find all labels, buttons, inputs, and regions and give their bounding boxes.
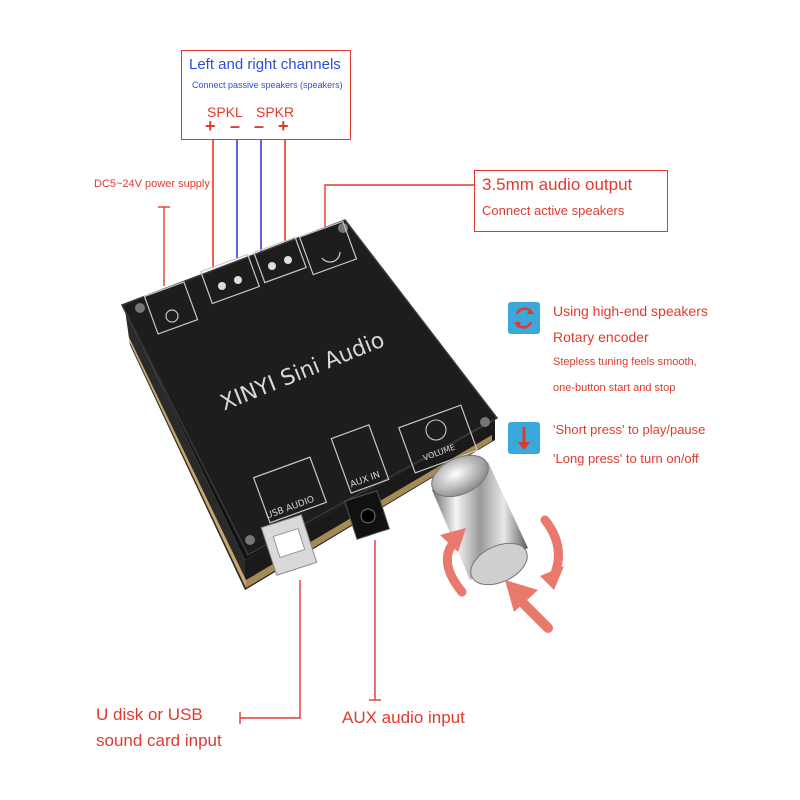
usb-line2: sound card input	[96, 731, 222, 750]
usb-leader	[239, 580, 301, 724]
encoder-line4: one-button start and stop	[553, 382, 676, 394]
encoder-line2: Rotary encoder	[553, 329, 649, 345]
press-line2: 'Long press' to turn on/off	[553, 451, 699, 466]
spkr-minus: –	[254, 116, 265, 136]
aux-label: AUX audio input	[342, 708, 465, 727]
power-leader	[158, 206, 170, 286]
encoder-line1: Using high-end speakers	[553, 303, 708, 319]
audio-output-subtitle: Connect active speakers	[482, 203, 625, 218]
speaker-box-subtitle: Connect passive speakers (speakers)	[192, 80, 343, 90]
audio-output-title: 3.5mm audio output	[482, 175, 633, 194]
amplifier-board: XINYI Sini Audio USB AUDIO AUX IN VOLUME	[120, 219, 499, 590]
encoder-line3: Stepless tuning feels smooth,	[553, 356, 697, 368]
aux-leader	[369, 540, 381, 701]
spkl-minus: –	[230, 116, 241, 136]
speaker-channel-callout	[181, 50, 351, 140]
rotate-arrows	[440, 515, 564, 633]
press-icon	[508, 422, 540, 454]
audio-output-callout	[474, 170, 668, 232]
usb-line1: U disk or USB	[96, 705, 203, 724]
rotate-icon	[508, 302, 540, 334]
power-supply-label: DC5~24V power supply	[94, 178, 210, 190]
spkl-label: SPKL	[207, 104, 243, 120]
spkr-plus: +	[278, 116, 289, 136]
speaker-box-title: Left and right channels	[189, 56, 341, 73]
volume-knob[interactable]	[425, 447, 534, 593]
spkl-plus: +	[205, 116, 216, 136]
press-line1: 'Short press' to play/pause	[553, 422, 706, 437]
speaker-wires	[212, 140, 286, 268]
spkr-label: SPKR	[256, 104, 295, 120]
